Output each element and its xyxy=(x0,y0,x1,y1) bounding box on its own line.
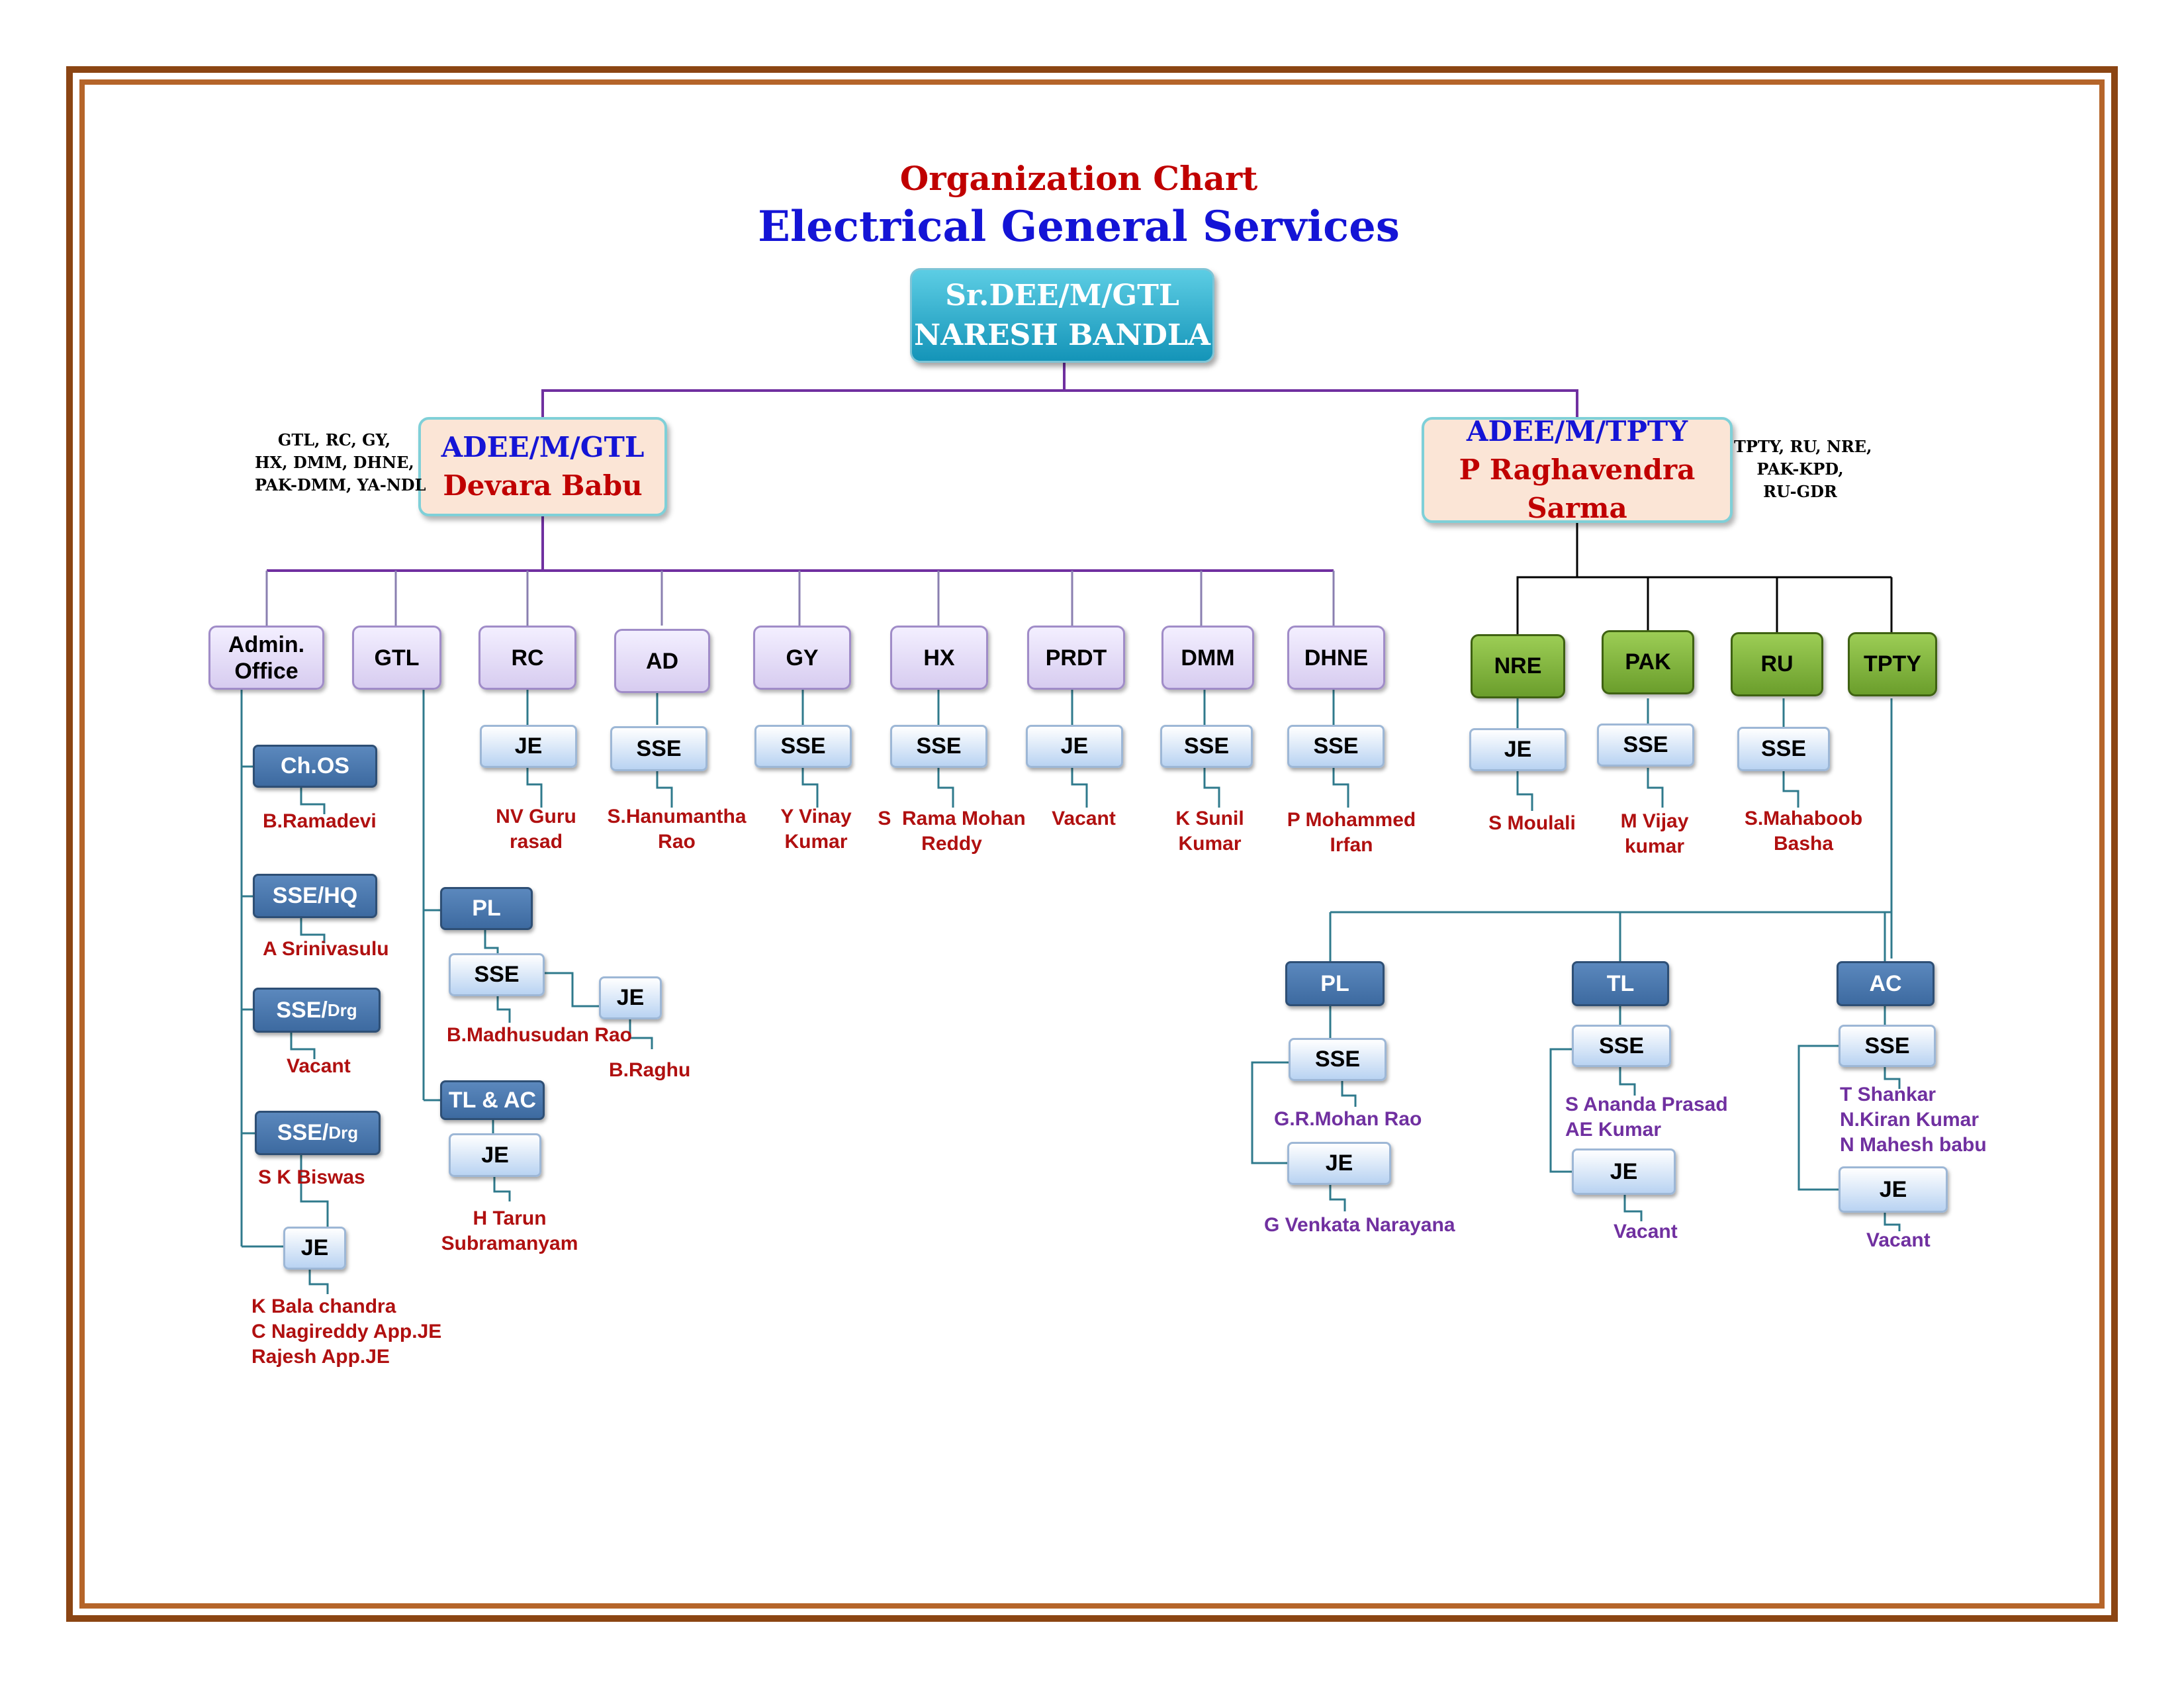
gy-name: Y Vinay Kumar xyxy=(780,806,852,853)
gtl-pl-sse[interactable]: SSE xyxy=(449,953,545,996)
tpty-tl-sse[interactable]: SSE xyxy=(1572,1025,1671,1067)
unit-gtl[interactable]: GTL xyxy=(352,626,441,690)
tpty-pl[interactable]: PL xyxy=(1285,961,1385,1006)
ad-name: S.Hanumantha Rao xyxy=(607,806,747,853)
tpty-ac[interactable]: AC xyxy=(1837,961,1934,1006)
adee-gtl-box[interactable]: ADEE/M/GTL Devara Babu xyxy=(418,417,667,516)
admin-je[interactable]: JE xyxy=(283,1227,346,1270)
adee-gtl-jurisdiction: GTL, RC, GY, HX, DMM, DHNE, PAK-DMM, YA-… xyxy=(255,430,426,494)
admin-ssehq[interactable]: SSE/HQ xyxy=(253,874,377,918)
gtl-pl-sse-name: B.Madhusudan Rao xyxy=(447,1024,633,1046)
admin-ssedrg-2-name: S K Biswas xyxy=(258,1166,365,1188)
adee-gtl-title: ADEE/M/GTL xyxy=(441,431,645,463)
gtl-tlac-je-name: H Tarun Subramanyam xyxy=(441,1207,578,1254)
chart-subtitle: Electrical General Services xyxy=(758,202,1400,252)
head-title: Sr.DEE/M/GTL xyxy=(945,278,1179,312)
adee-tpty-box[interactable]: ADEE/M/TPTY P Raghavendra Sarma xyxy=(1422,415,1733,524)
unit-gy[interactable]: GY xyxy=(753,626,851,690)
tpty-ac-je[interactable]: JE xyxy=(1839,1166,1948,1213)
unit-ru[interactable]: RU xyxy=(1731,632,1823,696)
tpty-pl-sse-name: G.R.Mohan Rao xyxy=(1274,1108,1422,1130)
unit-nre[interactable]: NRE xyxy=(1471,634,1565,698)
head-name: NARESH BANDLA xyxy=(914,318,1210,352)
pak-post[interactable]: SSE xyxy=(1597,724,1694,767)
rc-post[interactable]: JE xyxy=(480,725,577,768)
admin-ssedrg-2-post: SSE/ xyxy=(277,1120,329,1145)
adee-tpty-title: ADEE/M/TPTY xyxy=(1466,415,1688,447)
hx-post[interactable]: SSE xyxy=(890,725,987,768)
chart-title: Organization Chart xyxy=(899,159,1258,198)
pak-name: M Vijay kumar xyxy=(1620,810,1689,857)
admin-ssedrg-1[interactable]: SSE/Drg xyxy=(253,988,381,1033)
unit-dhne[interactable]: DHNE xyxy=(1287,626,1385,690)
gtl-tlac-je[interactable]: JE xyxy=(449,1133,541,1177)
tpty-ac-sse[interactable]: SSE xyxy=(1839,1025,1936,1067)
dmm-name: K Sunil Kumar xyxy=(1175,808,1244,855)
admin-ssedrg-1-name: Vacant xyxy=(287,1055,351,1077)
admin-je-name: K Bala chandra C Nagireddy App.JE Rajesh… xyxy=(251,1295,442,1368)
unit-rc[interactable]: RC xyxy=(478,626,576,690)
tpty-ac-je-name: Vacant xyxy=(1866,1229,1931,1251)
unit-prdt[interactable]: PRDT xyxy=(1027,626,1125,690)
admin-chos[interactable]: Ch.OS xyxy=(253,745,377,788)
admin-ssedrg-1-post: SSE/ xyxy=(276,997,328,1023)
unit-pak[interactable]: PAK xyxy=(1602,630,1694,694)
adee-tpty-name: P Raghavendra Sarma xyxy=(1459,453,1696,524)
gtl-pl[interactable]: PL xyxy=(440,887,533,930)
unit-tpty[interactable]: TPTY xyxy=(1848,632,1937,696)
dmm-post[interactable]: SSE xyxy=(1160,725,1253,768)
connector-head-to-adee-tpty xyxy=(1064,389,1578,417)
tpty-pl-je[interactable]: JE xyxy=(1287,1142,1391,1185)
admin-ssedrg-2-suffix: Drg xyxy=(328,1123,359,1143)
dhne-post[interactable]: SSE xyxy=(1287,725,1385,768)
nre-post[interactable]: JE xyxy=(1469,728,1567,771)
adee-gtl-name: Devara Babu xyxy=(443,469,643,502)
unit-dmm[interactable]: DMM xyxy=(1161,626,1254,690)
tpty-pl-sse[interactable]: SSE xyxy=(1289,1038,1387,1081)
tpty-tl-je[interactable]: JE xyxy=(1572,1149,1676,1195)
tpty-tl-sse-name: S Ananda Prasad AE Kumar xyxy=(1565,1094,1728,1141)
gtl-tlac[interactable]: TL & AC xyxy=(440,1080,545,1120)
connector-head-to-adees xyxy=(541,363,1066,417)
admin-ssedrg-1-suffix: Drg xyxy=(327,1000,357,1020)
gtl-pl-je[interactable]: JE xyxy=(599,976,662,1019)
ru-post[interactable]: SSE xyxy=(1737,727,1830,771)
tpty-pl-je-name: G Venkata Narayana xyxy=(1264,1214,1455,1236)
admin-chos-name: B.Ramadevi xyxy=(263,810,377,832)
head-box[interactable]: Sr.DEE/M/GTL NARESH BANDLA xyxy=(910,268,1214,363)
tpty-tl-je-name: Vacant xyxy=(1614,1221,1678,1243)
admin-ssehq-name: A Srinivasulu xyxy=(263,938,389,960)
prdt-post[interactable]: JE xyxy=(1026,725,1123,768)
unit-admin-office[interactable]: Admin. Office xyxy=(208,626,324,690)
dhne-name: P Mohammed Irfan xyxy=(1287,809,1416,856)
gtl-pl-je-name: B.Raghu xyxy=(609,1059,691,1081)
page-border xyxy=(66,66,2118,1622)
connector-adee-tpty-bus xyxy=(1516,523,1578,635)
admin-ssedrg-2[interactable]: SSE/Drg xyxy=(255,1111,381,1155)
ru-name: S.Mahaboob Basha xyxy=(1744,808,1863,855)
tpty-ac-sse-name: T Shankar N.Kiran Kumar N Mahesh babu xyxy=(1840,1084,1987,1156)
page-border-inner xyxy=(79,79,2105,1609)
tpty-tl[interactable]: TL xyxy=(1572,961,1669,1006)
adee-tpty-jurisdiction: TPTY, RU, NRE, PAK-KPD, RU-GDR xyxy=(1734,437,1872,501)
prdt-name: Vacant xyxy=(1052,808,1116,829)
hx-name: S Rama Mohan Reddy xyxy=(878,808,1026,855)
unit-ad[interactable]: AD xyxy=(614,629,710,693)
ad-post[interactable]: SSE xyxy=(610,726,707,771)
unit-hx[interactable]: HX xyxy=(890,626,988,690)
rc-name: NV Guru rasad xyxy=(496,806,576,853)
gy-post[interactable]: SSE xyxy=(754,725,852,768)
nre-name: S Moulali xyxy=(1488,812,1576,834)
